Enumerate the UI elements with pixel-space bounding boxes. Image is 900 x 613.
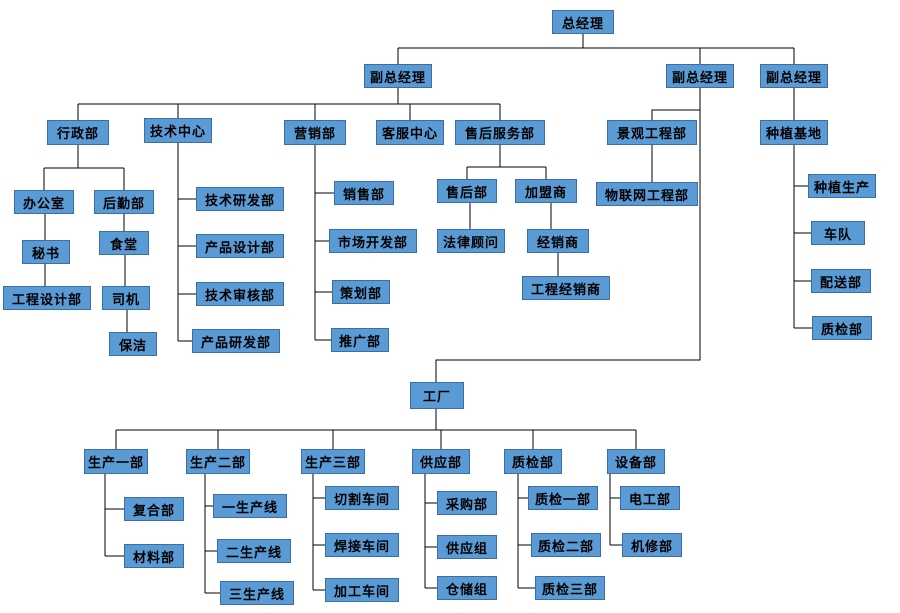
org-node-canteen: 食堂: [99, 231, 149, 255]
org-node-promotion-dept: 推广部: [331, 328, 389, 352]
org-node-delivery-dept: 配送部: [811, 269, 871, 293]
org-node-tech-review-dept: 技术审核部: [196, 282, 284, 306]
org-node-qc-dept-bottom: 质检部: [504, 449, 562, 474]
org-node-qc-dept-right: 质检部: [812, 316, 872, 340]
org-node-product-rd-dept: 产品研发部: [192, 329, 280, 353]
org-node-equipment-dept: 设备部: [607, 449, 665, 474]
org-node-eng-design-dept: 工程设计部: [3, 286, 91, 310]
org-node-supply-dept: 供应部: [412, 449, 470, 474]
org-node-production-line-1: 一生产线: [213, 494, 287, 518]
org-node-supply-group: 供应组: [437, 535, 497, 559]
org-node-factory: 工厂: [410, 382, 464, 409]
org-node-product-design-dept: 产品设计部: [196, 234, 284, 258]
org-node-welding-workshop: 焊接车间: [325, 533, 399, 557]
org-node-tech-center: 技术中心: [144, 118, 212, 143]
org-node-warehouse-group: 仓储组: [437, 576, 497, 600]
org-node-aftersales-service: 售后服务部: [455, 120, 545, 145]
org-node-composite-dept: 复合部: [124, 497, 184, 521]
org-node-production-line-3: 三生产线: [220, 581, 294, 605]
org-node-planning-dept: 策划部: [332, 280, 390, 304]
org-node-machining-workshop: 加工车间: [325, 578, 399, 602]
org-node-qc-dept-3: 质检三部: [535, 576, 605, 600]
org-node-production-dept-1: 生产一部: [84, 449, 148, 474]
org-node-fleet: 车队: [811, 221, 865, 245]
connector-line: [651, 109, 700, 120]
org-node-planting-production: 种植生产: [808, 174, 876, 198]
org-node-material-dept: 材料部: [124, 544, 184, 568]
org-node-customer-service: 客服中心: [376, 120, 444, 145]
org-node-secretary: 秘书: [22, 240, 70, 264]
org-node-qc-dept-1: 质检一部: [528, 486, 598, 510]
org-node-office: 办公室: [14, 190, 74, 214]
org-node-marketing-dept: 营销部: [284, 120, 346, 145]
org-node-deputy-manager-1: 副总经理: [364, 64, 432, 88]
org-node-eng-distributor: 工程经销商: [522, 276, 610, 300]
org-node-admin-dept: 行政部: [47, 120, 109, 145]
connector-line: [435, 88, 701, 382]
org-node-tech-rd-dept: 技术研发部: [196, 187, 284, 211]
org-node-production-dept-2: 生产二部: [186, 449, 250, 474]
org-node-logistics-dept: 后勤部: [94, 190, 154, 214]
org-node-market-dev-dept: 市场开发部: [329, 229, 417, 253]
org-node-deputy-manager-3: 副总经理: [760, 64, 828, 88]
org-node-production-dept-3: 生产三部: [301, 449, 365, 474]
org-node-driver: 司机: [102, 286, 150, 310]
org-node-distributor: 经销商: [527, 229, 589, 253]
org-node-production-line-2: 二生产线: [217, 539, 291, 563]
org-node-sales-dept: 销售部: [334, 181, 394, 205]
org-node-machine-repair-dept: 机修部: [622, 533, 682, 557]
org-node-planting-base: 种植基地: [760, 120, 828, 145]
org-node-landscape-eng-dept: 景观工程部: [607, 120, 697, 145]
org-node-purchasing-dept: 采购部: [437, 491, 497, 515]
org-node-general-manager: 总经理: [552, 10, 614, 34]
org-node-iot-eng-dept: 物联网工程部: [596, 182, 698, 206]
org-node-franchisee: 加盟商: [515, 179, 577, 203]
org-node-deputy-manager-2: 副总经理: [666, 64, 734, 88]
org-node-legal-counsel: 法律顾问: [437, 229, 505, 253]
org-node-qc-dept-2: 质检二部: [531, 533, 601, 557]
org-node-cutting-workshop: 切割车间: [325, 486, 399, 510]
org-node-aftersales-dept: 售后部: [437, 179, 497, 203]
org-node-electrician-dept: 电工部: [620, 486, 680, 510]
org-node-cleaning: 保洁: [109, 332, 157, 356]
